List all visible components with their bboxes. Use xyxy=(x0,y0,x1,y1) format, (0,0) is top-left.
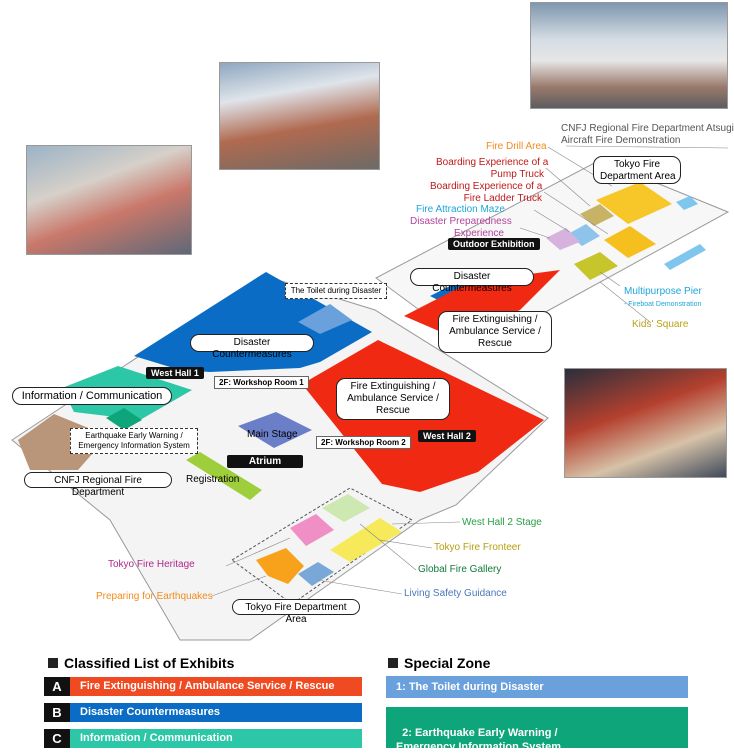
earthquakes-label: Preparing for Earthquakes xyxy=(96,591,213,602)
special-zone-label: 2: Earthquake Early Warning / Emergency … xyxy=(396,727,562,753)
exhibition-floor-map: CNFJ Regional Fire Department Atsugi Air… xyxy=(11,2,734,641)
pier-sub-label: - Fireboat Demonstration xyxy=(624,301,702,308)
preparedness-label: Disaster Preparedness Experience xyxy=(410,216,512,239)
tokyo-fire-bottom-label: Tokyo Fire Department Area xyxy=(232,599,360,625)
special-zone-toilet: 1: The Toilet during Disaster xyxy=(386,676,688,698)
living-label: Living Safety Guidance xyxy=(404,588,507,599)
disaster-main-label: Disaster Countermeasures xyxy=(190,334,314,360)
photo-hall-booths xyxy=(26,145,192,255)
fire-drill-label: Fire Drill Area xyxy=(486,141,547,152)
legend-item-b: B Disaster Countermeasures xyxy=(44,703,362,722)
cnfj-demo-label: CNFJ Regional Fire Department Atsugi Air… xyxy=(561,123,734,146)
eew-label: Earthquake Early Warning / Emergency Inf… xyxy=(70,428,198,454)
pump-truck-label: Boarding Experience of a Pump Truck xyxy=(436,157,549,180)
kids-label: Kids' Square xyxy=(632,319,689,330)
legend-title: Classified List of Exhibits xyxy=(48,655,234,671)
maze-label: Fire Attraction Maze xyxy=(416,204,505,215)
tokyo-fire-area-outline xyxy=(231,487,413,605)
toilet-label: The Toilet during Disaster xyxy=(285,283,387,299)
registration-zone xyxy=(186,452,262,500)
legend-letter: B xyxy=(44,703,70,722)
special-zone-eew: 2: Earthquake Early Warning / Emergency … xyxy=(386,707,688,753)
legend-label: Disaster Countermeasures xyxy=(80,706,221,718)
living-zone xyxy=(298,562,334,586)
ladder-truck-label: Boarding Experience of a Fire Ladder Tru… xyxy=(430,181,543,204)
photo-outdoor-tents xyxy=(219,62,380,170)
workshop-room-2-label: 2F: Workshop Room 2 xyxy=(316,436,411,449)
special-zone-title: Special Zone xyxy=(388,655,490,671)
earthquake-zone xyxy=(256,548,304,584)
west-hall-1-label: West Hall 1 xyxy=(146,367,204,379)
heritage-label: Tokyo Fire Heritage xyxy=(108,559,195,570)
legend-letter: A xyxy=(44,677,70,696)
pump-truck-zone xyxy=(580,204,614,226)
gallery-zone xyxy=(322,494,370,522)
main-stage-zone xyxy=(238,412,312,448)
fire-drill-zone xyxy=(596,182,672,224)
disaster-outdoor-label: Disaster Countermeasures xyxy=(410,268,534,294)
workshop-room-1-label: 2F: Workshop Room 1 xyxy=(214,376,309,389)
special-zone-title-text: Special Zone xyxy=(404,655,491,671)
heritage-zone xyxy=(290,514,334,546)
special-zone-square-icon xyxy=(388,658,398,668)
main-stage-label: Main Stage xyxy=(247,429,298,440)
wh2-stage-label: West Hall 2 Stage xyxy=(462,517,542,528)
outdoor-exhibition-label: Outdoor Exhibition xyxy=(448,238,540,250)
legend-letter: C xyxy=(44,729,70,748)
west-hall-2-label: West Hall 2 xyxy=(418,430,476,442)
registration-label: Registration xyxy=(186,474,240,485)
legend-title-square-icon xyxy=(48,658,58,668)
legend-label: Information / Communication xyxy=(80,732,233,744)
tokyo-fire-top-label: Tokyo Fire Department Area xyxy=(593,156,681,184)
kids-zone xyxy=(574,252,618,280)
atrium-label: Atrium xyxy=(227,455,303,468)
small-pier-zone xyxy=(676,196,698,210)
preparedness-zone xyxy=(546,228,580,250)
cnfj-label: CNFJ Regional Fire Department xyxy=(24,472,172,498)
fronteer-zone xyxy=(330,518,402,562)
pier-label: Multipurpose Pier xyxy=(624,286,702,297)
fire-main-label: Fire Extinguishing / Ambulance Service /… xyxy=(336,378,450,420)
special-zone-label: 1: The Toilet during Disaster xyxy=(396,681,544,693)
photo-fire-demonstration xyxy=(530,2,728,109)
legend-item-c: C Information / Communication xyxy=(44,729,362,748)
legend-title-text: Classified List of Exhibits xyxy=(64,655,235,671)
eew-zone xyxy=(106,408,142,430)
info-comm-label: Information / Communication xyxy=(12,387,172,405)
fire-outdoor-label: Fire Extinguishing / Ambulance Service /… xyxy=(438,311,552,353)
fronteer-label: Tokyo Fire Fronteer xyxy=(434,542,521,553)
pier-zone xyxy=(664,244,706,270)
photo-fire-trucks-hall xyxy=(564,368,727,478)
legend-item-a: A Fire Extinguishing / Ambulance Service… xyxy=(44,677,362,696)
leader-lines xyxy=(211,145,729,597)
toilet-zone xyxy=(298,304,352,334)
ladder-truck-zone xyxy=(604,226,656,258)
gallery-label: Global Fire Gallery xyxy=(418,564,502,575)
legend-label: Fire Extinguishing / Ambulance Service /… xyxy=(80,680,335,692)
